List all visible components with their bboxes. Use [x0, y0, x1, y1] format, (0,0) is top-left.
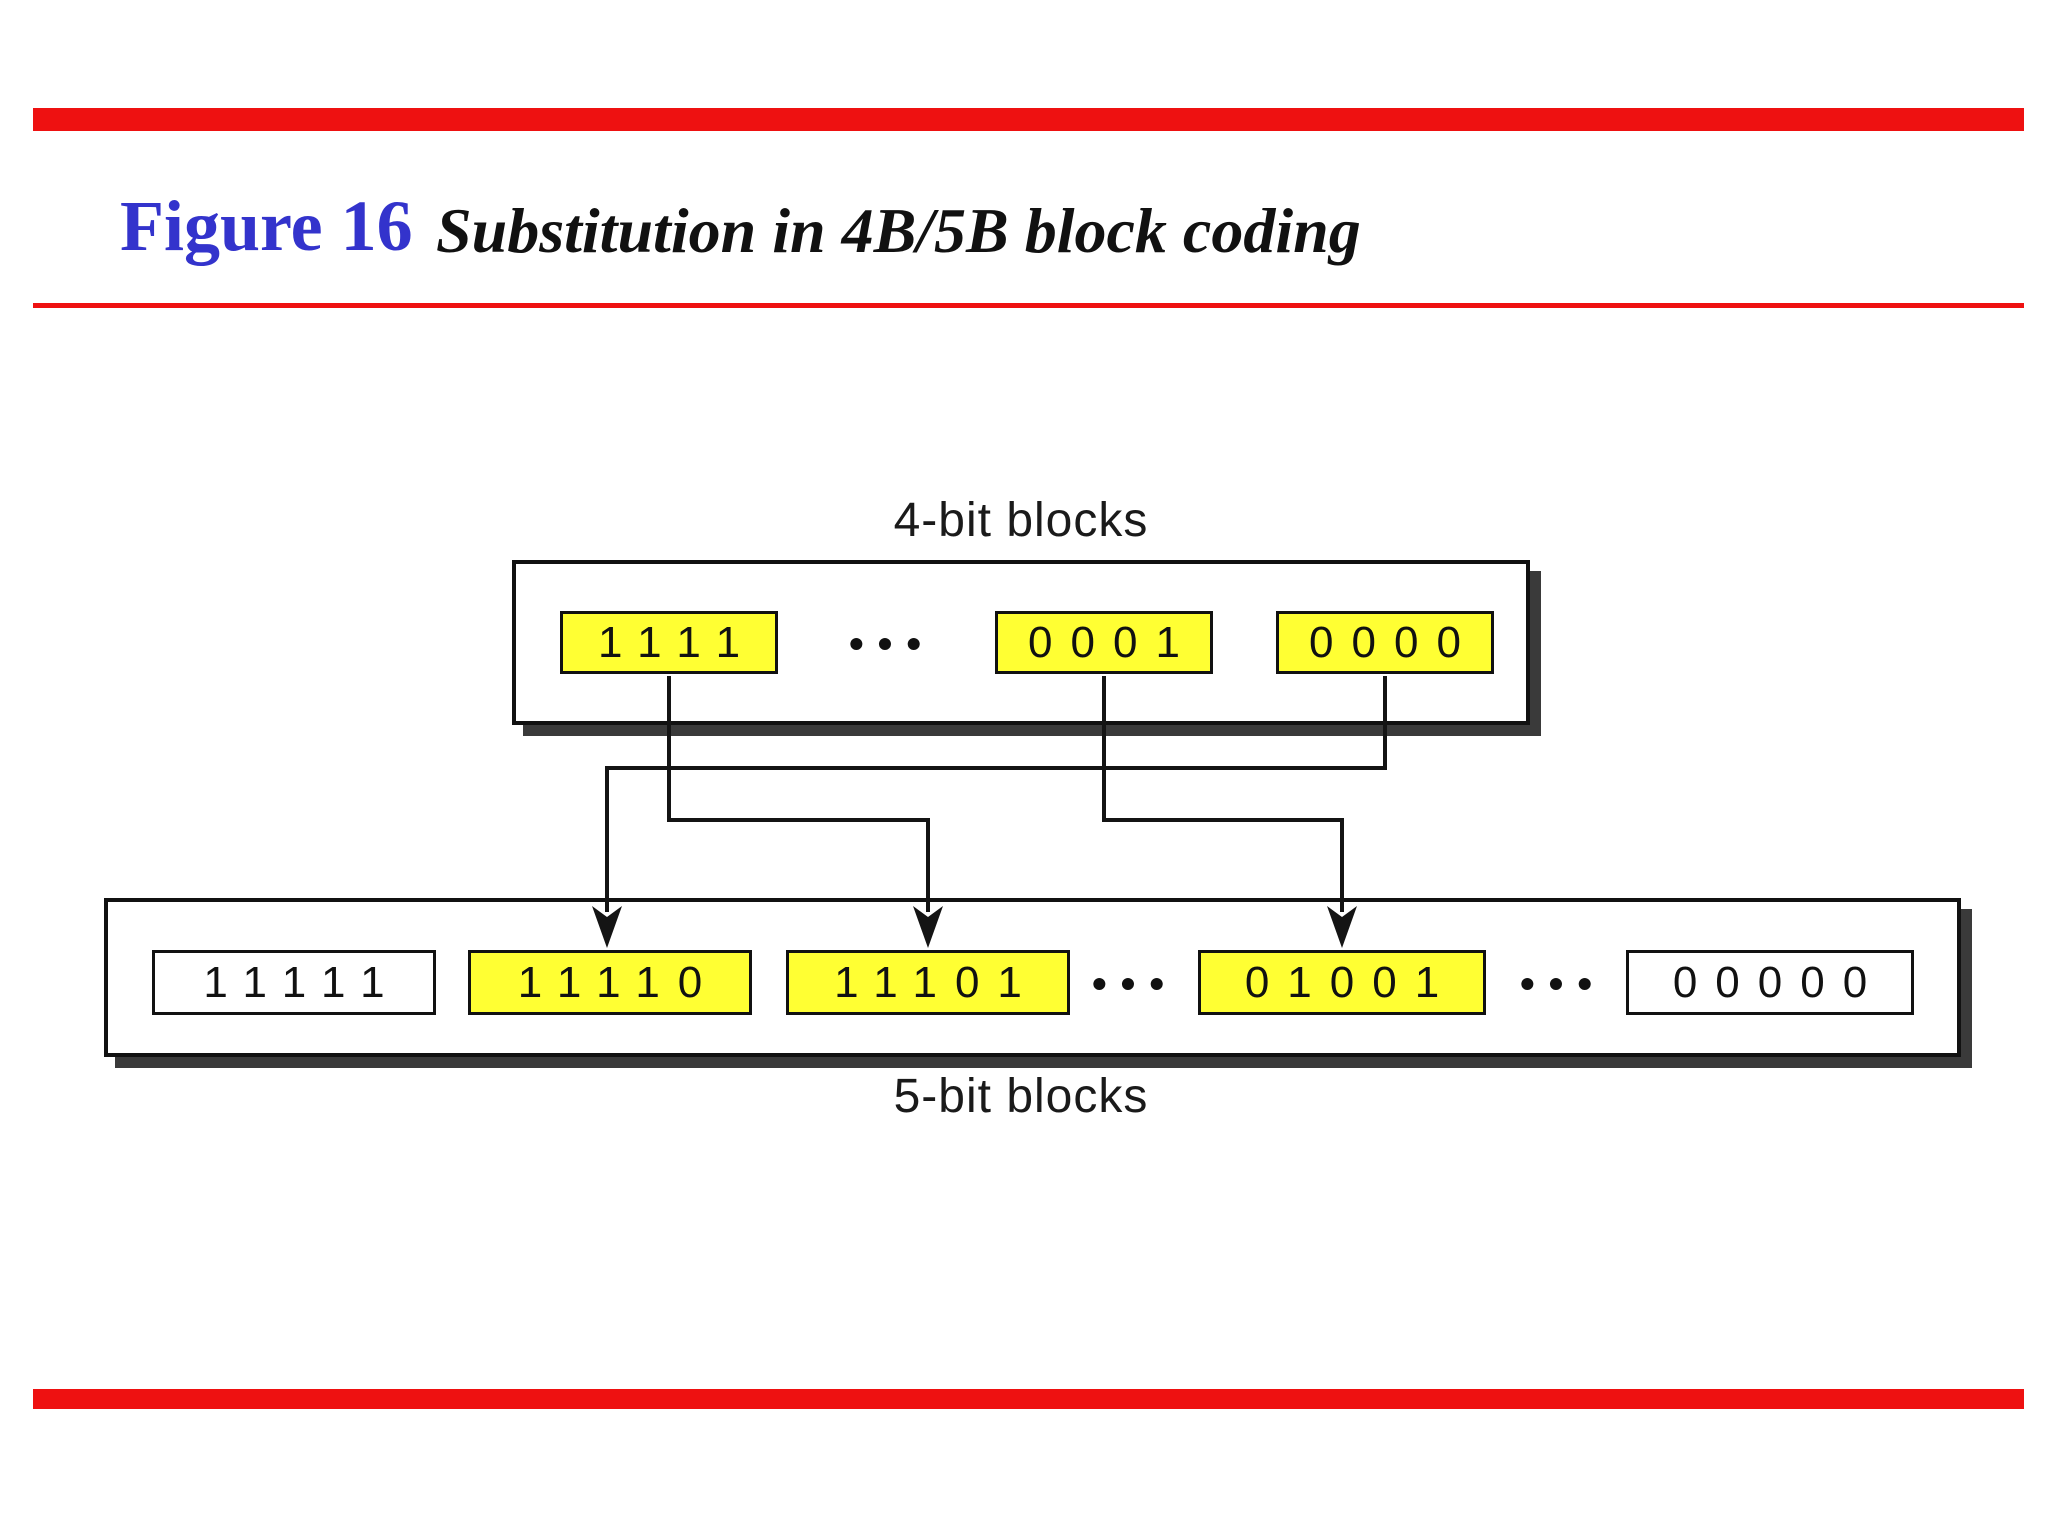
block-01001: 01001: [1198, 950, 1486, 1015]
block-0001: 0001: [995, 611, 1213, 674]
block-0000: 0000: [1276, 611, 1494, 674]
block-11111: 11111: [152, 950, 436, 1015]
block-1111: 1111: [560, 611, 778, 674]
ellipsis-dots-top: •••: [848, 620, 936, 667]
figure-caption: Substitution in 4B/5B block coding: [436, 195, 1361, 266]
five-bit-blocks-label: 5-bit blocks: [893, 1070, 1149, 1123]
ellipsis-dots-bottom-right: •••: [1519, 960, 1607, 1007]
ellipsis-dots-bottom-left: •••: [1091, 960, 1179, 1007]
title-underline-bar: [33, 303, 2024, 308]
top-red-bar: [33, 108, 2024, 131]
block-00000: 00000: [1626, 950, 1914, 1015]
four-bit-blocks-label: 4-bit blocks: [893, 494, 1149, 547]
bottom-red-bar: [33, 1389, 2024, 1409]
figure-number-label: Figure 16: [120, 186, 413, 266]
block-11110: 11110: [468, 950, 752, 1015]
block-11101: 11101: [786, 950, 1070, 1015]
